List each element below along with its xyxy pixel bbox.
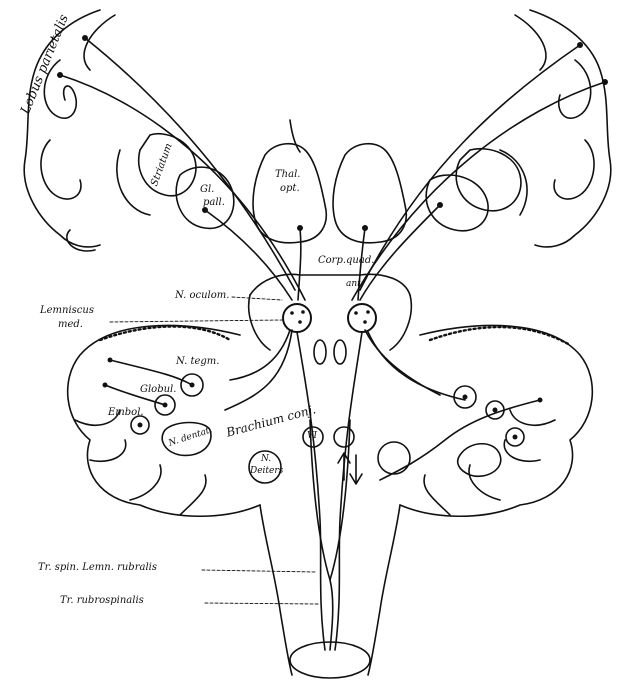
leader-line — [110, 320, 282, 322]
fibre-dot — [138, 423, 143, 428]
label-n-tegm: N. tegm. — [176, 357, 219, 367]
dentate-nucleus-right — [458, 444, 501, 477]
nucleus-speck — [354, 311, 358, 315]
right-cortex-inner — [515, 15, 546, 70]
midbrain-side-left — [249, 295, 270, 350]
fibre-dot — [163, 403, 168, 408]
brainstem-left — [260, 505, 292, 675]
cortical-fibre — [352, 82, 605, 300]
fibre-dot — [190, 383, 195, 388]
brainstem-nucleus-large — [378, 442, 410, 474]
right-cortex-outline — [530, 10, 611, 247]
cerebellum-left-lobe — [68, 325, 260, 516]
left-cortex-outline — [24, 10, 100, 247]
midbrain-outline — [250, 274, 410, 295]
label-globul: Globul. — [140, 385, 176, 395]
fibre-right — [368, 332, 465, 400]
arrow-down — [350, 455, 362, 484]
fibre-dot — [493, 408, 498, 413]
brainstem-right — [368, 505, 400, 675]
aqueduct-mark — [334, 340, 346, 364]
right-cortex-fold — [554, 140, 594, 199]
label-n-deiters-2: Deiters — [250, 467, 283, 476]
rubrospinal-tract — [297, 332, 325, 650]
thalamus-notch — [290, 120, 300, 152]
fibre-dot — [602, 79, 608, 85]
fibre-dot — [103, 383, 108, 388]
label-lemniscus-2: med. — [58, 320, 83, 330]
cortical-fibre — [60, 75, 305, 300]
nucleus-speck — [363, 320, 367, 324]
fibre-dot — [437, 202, 443, 208]
fibre-dot — [577, 42, 583, 48]
label-lemniscus-1: Lemniscus — [40, 306, 94, 316]
label-n-oculom: N. oculom. — [175, 291, 229, 301]
striatum-right — [456, 149, 521, 211]
label-corp-quad-2: ant. — [346, 280, 364, 289]
fibre-dot — [362, 225, 368, 231]
fibre-right — [365, 330, 440, 395]
cerebellum-folia-right — [424, 410, 555, 515]
label-gl-pall-2: pall. — [203, 198, 225, 208]
fibre-dot — [82, 35, 88, 41]
label-tr-spin-lemn-rubralis: Tr. spin. Lemn. rubralis — [38, 563, 157, 573]
label-embol: Embol. — [108, 408, 144, 418]
brachium-conj-fibre — [230, 330, 290, 380]
label-n-deiters-1: N. — [261, 455, 271, 464]
brainstem-nucleus — [334, 427, 354, 447]
rubrospinal-tract — [335, 332, 362, 650]
red-nucleus-left — [283, 304, 311, 332]
striatum-right-outer — [500, 150, 527, 215]
thalamic-fibre — [298, 228, 301, 300]
fibre-dot — [57, 72, 63, 78]
left-cortex-inner — [84, 15, 115, 70]
red-nucleus-right — [348, 304, 376, 332]
left-cortex-fold — [41, 140, 81, 199]
leader-line — [202, 570, 316, 572]
label-tr-rubrospinalis: Tr. rubrospinalis — [60, 596, 144, 606]
leader-line — [205, 603, 318, 604]
cerebellum-hatching-right — [430, 327, 570, 345]
fibre-dot — [538, 398, 543, 403]
midbrain-side-right — [390, 295, 411, 350]
aqueduct-mark — [314, 340, 326, 364]
cerebellum-right-lobe — [400, 325, 592, 516]
leader-line — [232, 297, 282, 300]
nucleus-speck — [366, 310, 370, 314]
nucleus-speck — [301, 310, 305, 314]
label-gl-pall-1: Gl. — [200, 185, 214, 195]
cortical-fibre — [360, 205, 440, 300]
left-cortex-fold — [67, 230, 95, 251]
label-thal-1: Thal. — [275, 170, 300, 180]
nucleus-speck — [298, 320, 302, 324]
fibre-dot — [463, 395, 468, 400]
label-vi: VI — [307, 432, 317, 441]
fibre-dot — [108, 358, 113, 363]
fibre-dot — [513, 435, 518, 440]
label-thal-2: opt. — [280, 184, 300, 194]
fibre-dot — [297, 225, 303, 231]
nucleus-speck — [290, 311, 294, 315]
label-corp-quad-1: Corp.quad. — [318, 256, 374, 266]
